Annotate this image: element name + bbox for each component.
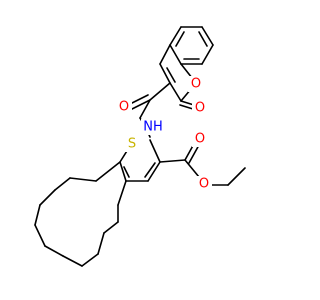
coumarin-benzene-ring	[169, 26, 214, 65]
atom-label-ester-ether-oxygen: O	[196, 176, 212, 192]
svg-text:O: O	[191, 77, 201, 92]
svg-text:O: O	[119, 100, 129, 115]
svg-text:O: O	[199, 177, 209, 192]
structure-canvas: O O O NH S O O	[34, 26, 246, 267]
atom-label-ester-carbonyl-oxygen: O	[192, 131, 208, 147]
atom-label-amide-oxygen: O	[116, 99, 132, 115]
atom-label-ring-oxygen: O	[188, 76, 204, 92]
lactone-carbonyl	[179, 100, 195, 110]
svg-text:S: S	[128, 137, 136, 152]
svg-text:NH: NH	[143, 120, 163, 135]
svg-text:O: O	[195, 132, 205, 147]
pyranone-ring	[159, 44, 197, 102]
atom-label-amide-nitrogen: NH	[141, 119, 165, 135]
thiophene-ring	[119, 139, 161, 182]
svg-text:O: O	[195, 101, 205, 116]
atom-label-lactone-oxygen: O	[192, 100, 208, 116]
molecule-diagram: O O O NH S O O	[34, 26, 246, 267]
cyclododecane-ring	[34, 161, 127, 267]
atom-label-thiophene-sulfur: S	[124, 136, 140, 152]
